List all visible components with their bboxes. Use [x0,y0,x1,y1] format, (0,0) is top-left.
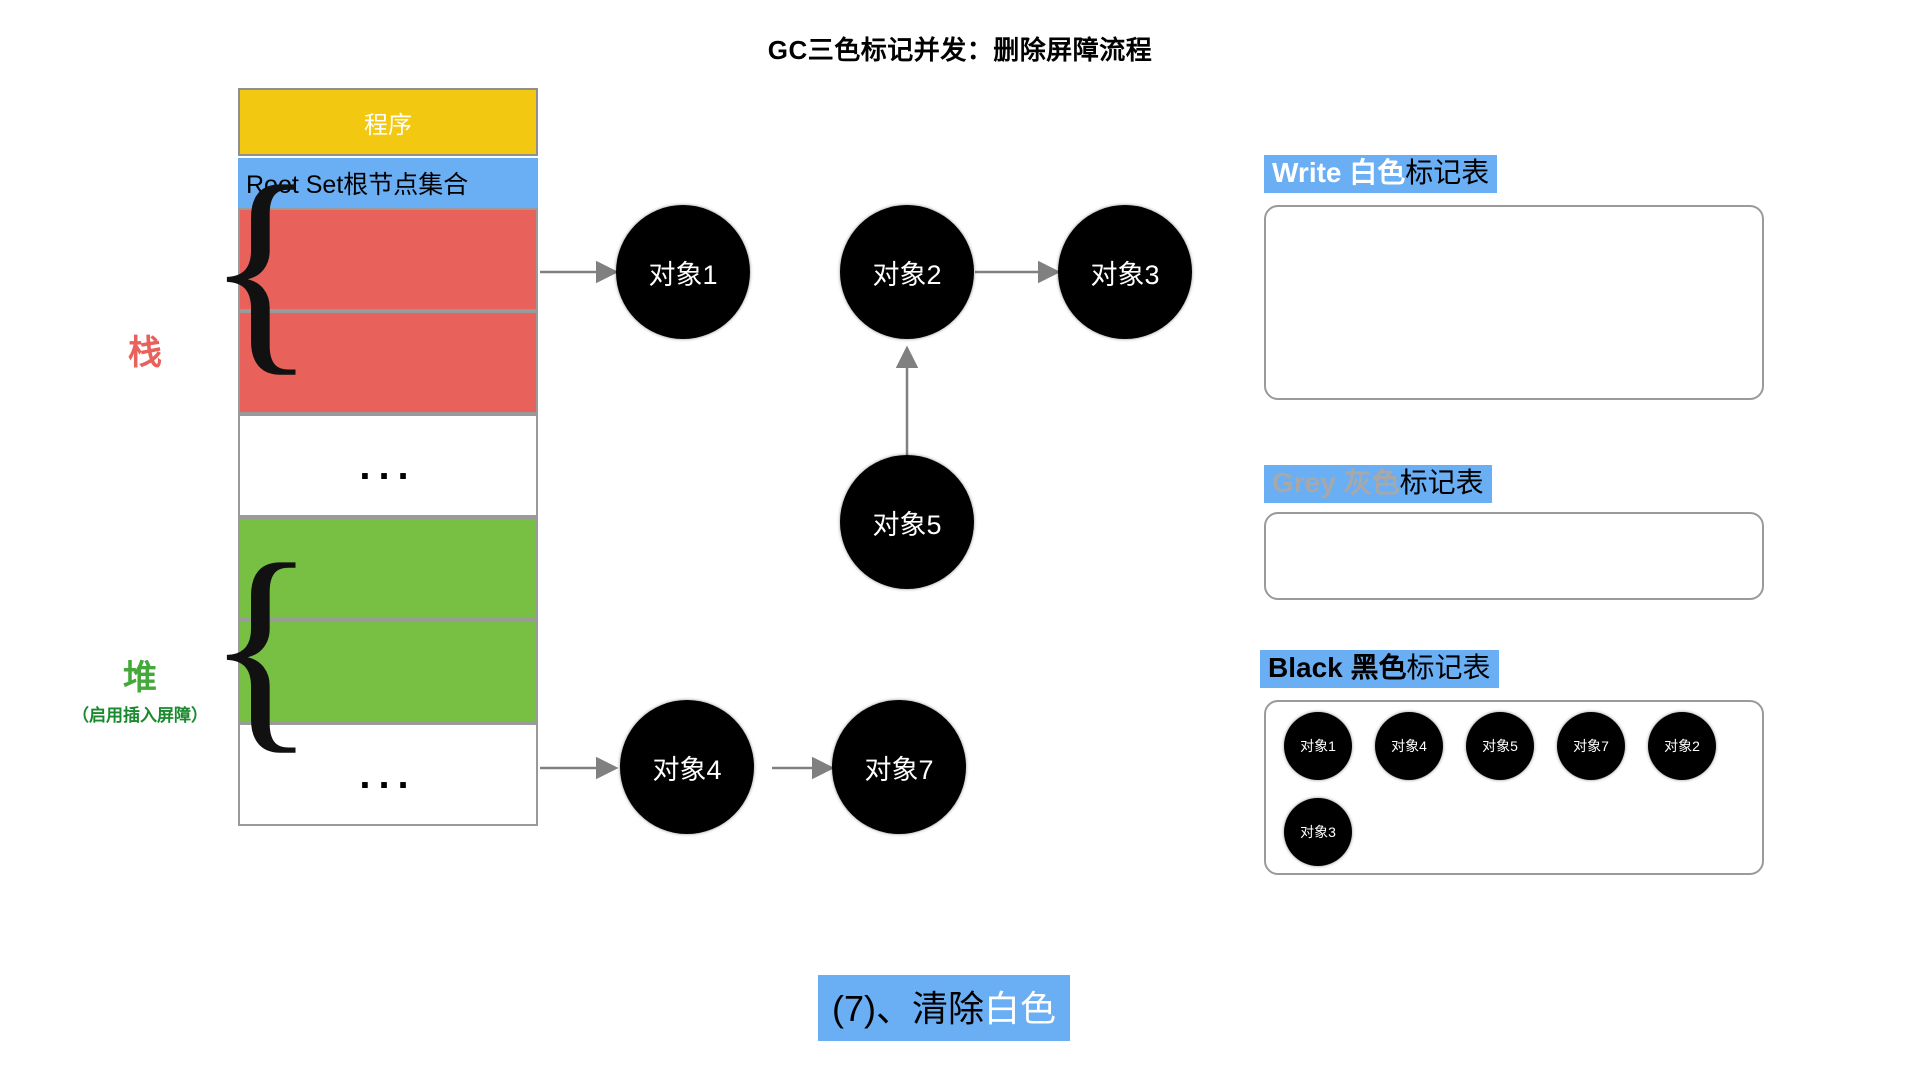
grey-table-title-bold: Grey 灰色 [1272,467,1400,498]
white-table-title: Write 白色标记表 [1264,155,1498,194]
node-obj1[interactable]: 对象1 [616,205,750,339]
step-caption-highlight: 白色 [984,988,1057,1029]
node-obj5[interactable]: 对象5 [840,455,974,589]
page-title: GC三色标记并发：删除屏障流程 [767,35,1153,65]
heap-cell-2 [238,620,538,723]
grey-table-box[interactable] [1264,512,1764,600]
stack-label: 栈 [128,334,162,372]
heap-sublabel: （启用插入屏障） [72,706,208,725]
node-obj3[interactable]: 对象3 [1058,205,1192,339]
black-item-2[interactable]: 对象5 [1466,712,1534,780]
white-table-box[interactable] [1264,205,1764,400]
black-table-title-bold: Black 黑色 [1268,652,1407,683]
white-table-title-bold: Write 白色 [1272,157,1406,188]
black-table-title-rest: 标记表 [1406,652,1491,683]
step-caption-prefix: (7)、清除 [832,988,984,1029]
black-item-1[interactable]: 对象4 [1375,712,1443,780]
black-table-title: Black 黑色标记表 [1260,650,1499,689]
black-item-3[interactable]: 对象7 [1557,712,1625,780]
stack-cell-1 [238,208,538,311]
stack-cell-2 [238,311,538,414]
heap-label: 堆 [123,659,157,697]
black-item-5[interactable]: 对象3 [1284,798,1352,866]
node-obj7[interactable]: 对象7 [832,700,966,834]
heap-ellipsis-cell: ... [238,723,538,826]
grey-table-title: Grey 灰色标记表 [1264,465,1492,504]
program-block: 程序 [238,88,538,156]
stack-ellipsis-cell: ... [238,414,538,517]
grey-table-title-rest: 标记表 [1399,467,1484,498]
root-set-block: Root Set根节点集合 [238,158,538,208]
heap-label-group: 堆 （启用插入屏障） [60,650,220,726]
node-obj2[interactable]: 对象2 [840,205,974,339]
heap-brace: { [206,517,317,772]
memory-column: 程序 Root Set根节点集合 ... ... [238,88,538,826]
step-caption: (7)、清除白色 [818,975,1071,1041]
black-item-0[interactable]: 对象1 [1284,712,1352,780]
white-table-title-rest: 标记表 [1405,157,1490,188]
node-obj4[interactable]: 对象4 [620,700,754,834]
stack-brace: { [206,139,317,394]
heap-cell-1 [238,517,538,620]
black-item-4[interactable]: 对象2 [1648,712,1716,780]
